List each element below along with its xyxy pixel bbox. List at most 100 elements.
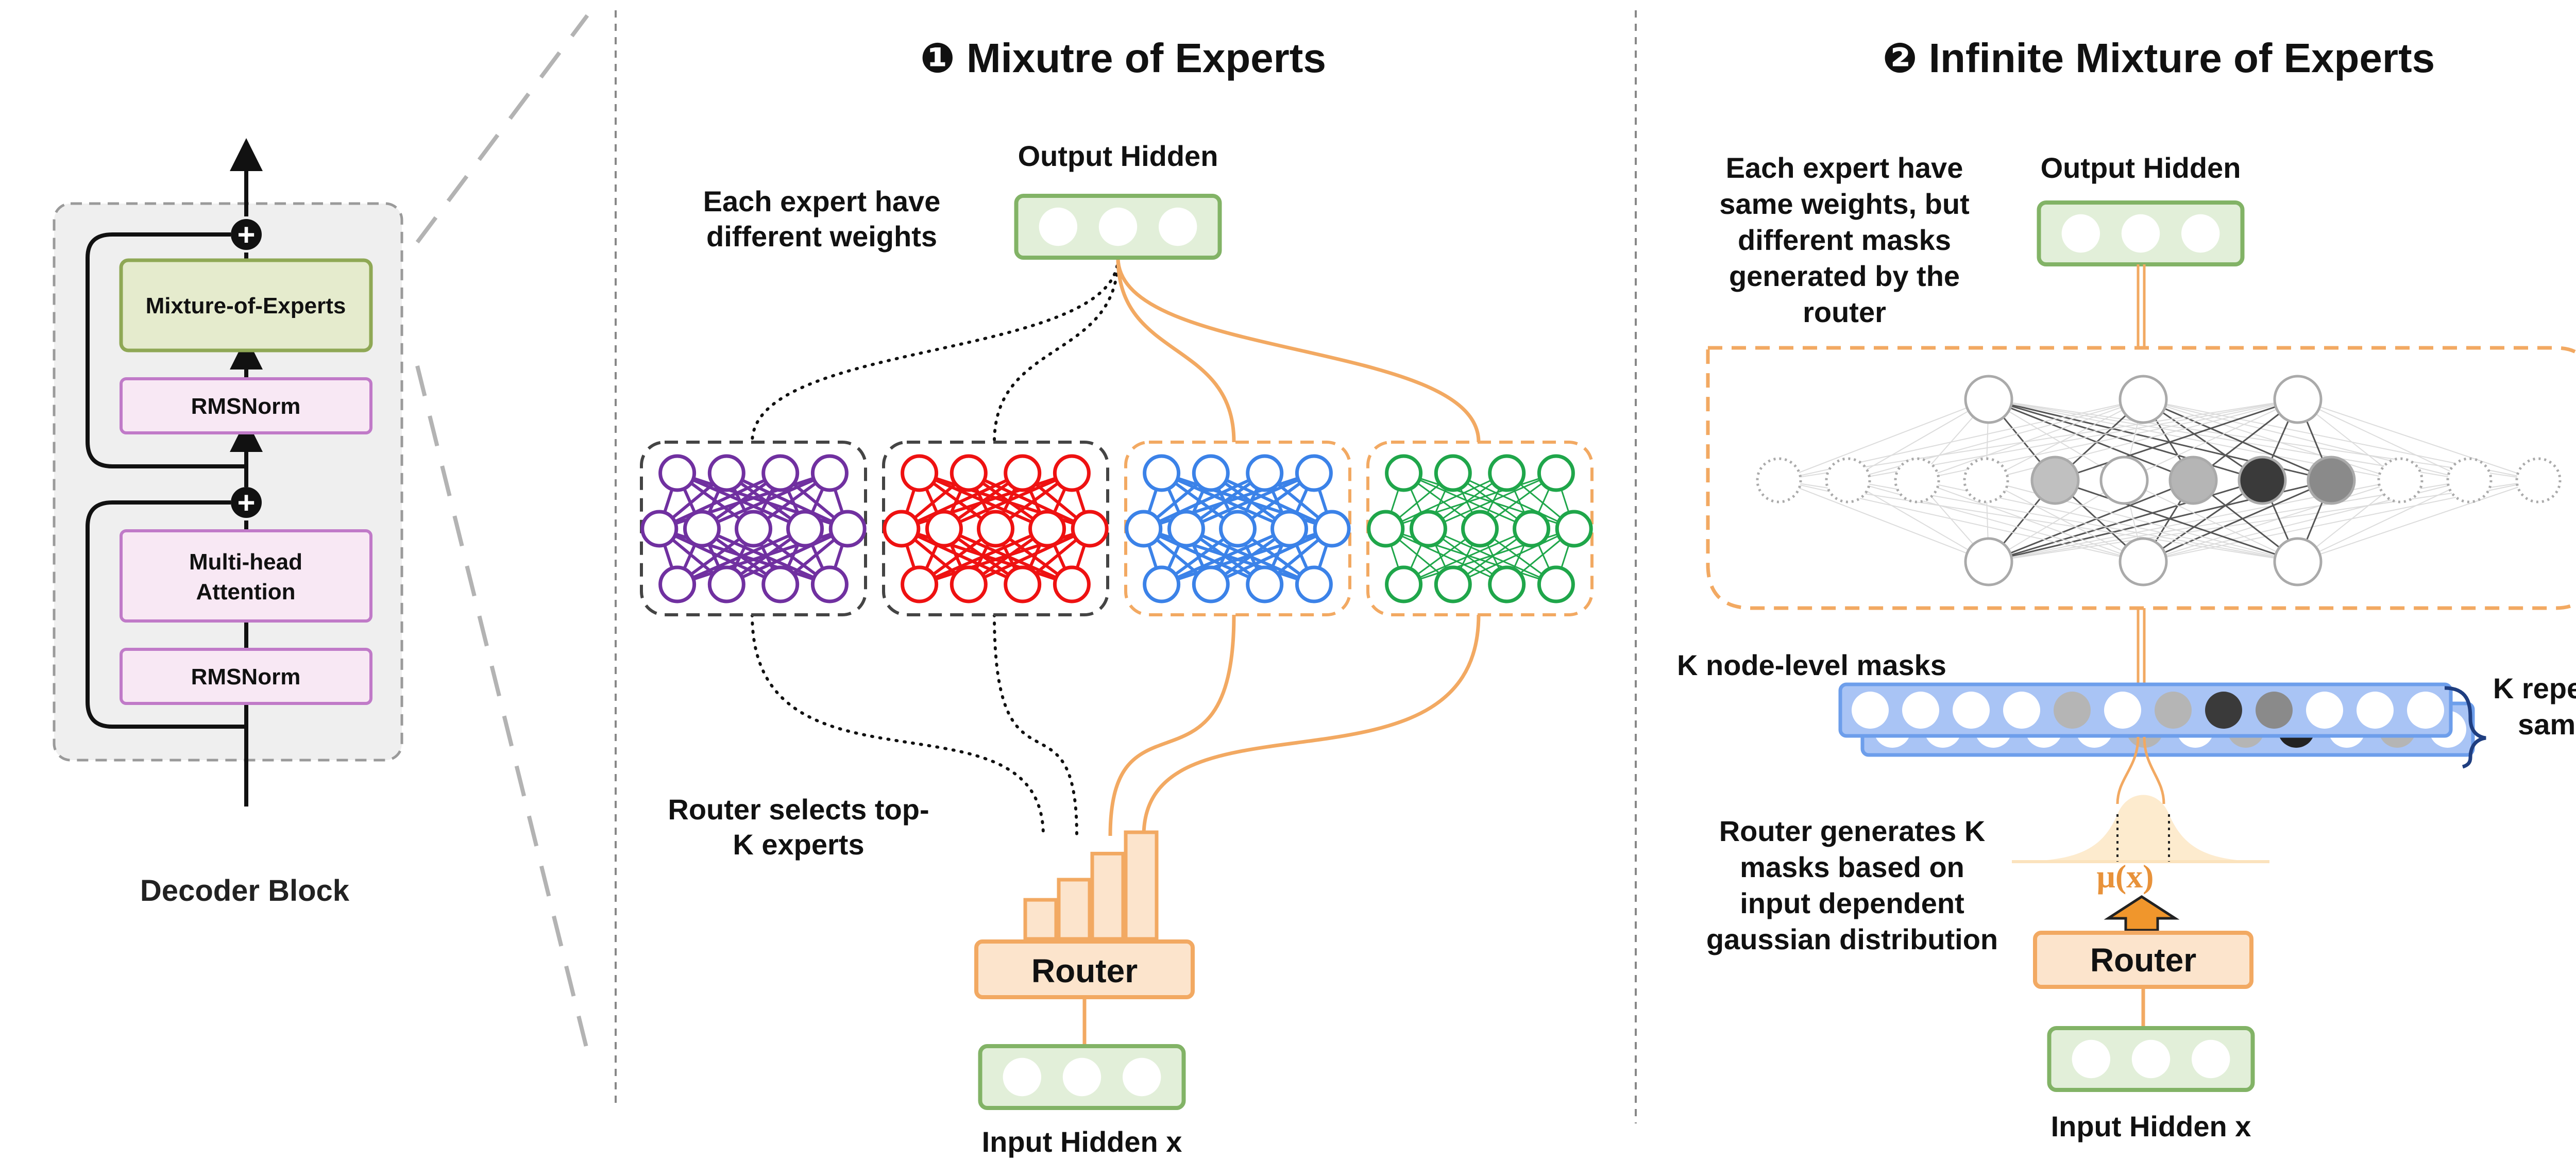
imoe-expert-container	[1706, 346, 2576, 610]
imoe-edge-top	[1988, 398, 2263, 481]
imoe-node-top	[2119, 375, 2168, 424]
imoe-reps-2: sampling	[2518, 708, 2576, 741]
moe-expert-node	[1219, 510, 1257, 548]
moe-input-hidden-node	[1062, 1057, 1101, 1097]
imoe-edge-top	[2055, 398, 2298, 481]
imoe-node-middle	[2099, 456, 2149, 505]
rmsnorm-bottom-label: RMSNorm	[191, 664, 301, 690]
imoe-node-middle	[2446, 457, 2493, 503]
imoe-edge-top	[1988, 398, 2194, 481]
moe-output-hidden-node	[1098, 207, 1138, 246]
moe-expert-node	[761, 565, 800, 603]
imoe-mask-router-connection-a	[2116, 736, 2140, 804]
imoe-edge-bottom	[1986, 480, 2144, 562]
imoe-mask-front-node	[1902, 692, 1939, 729]
decoder-title: Decoder Block	[140, 874, 350, 908]
imoe-edge-bottom	[1778, 480, 1989, 562]
moe-expert-node	[1537, 565, 1575, 603]
imoe-edge-top	[2143, 399, 2401, 481]
moe-expert-edge	[919, 527, 1048, 586]
imoe-edge-bottom	[1988, 479, 2263, 563]
imoe-mask-front-node	[2155, 692, 2192, 729]
imoe-edge-bottom	[1988, 479, 2194, 563]
moe-expert-node	[1513, 510, 1551, 548]
moe-output-connection	[751, 256, 1120, 444]
imoe-desc-1: Each expert have	[1726, 152, 1963, 184]
imoe-edge-top	[2297, 399, 2470, 481]
moe-router-connection	[1142, 614, 1481, 836]
imoe-desc-4: generated by the	[1729, 260, 1960, 292]
imoe-edge-top	[1986, 399, 2144, 481]
moe-router-bar	[1124, 830, 1159, 941]
moe-expert-edge	[701, 472, 831, 530]
imoe-router-text-1: Router generates K	[1719, 815, 1986, 847]
moe-expert-node	[977, 510, 1014, 548]
moe-router-bar	[1090, 851, 1125, 941]
moe-router-connection	[1108, 614, 1236, 836]
moe-expert-node	[658, 565, 697, 603]
imoe-node-bottom	[2273, 537, 2323, 586]
imoe-mask-front-node	[2306, 692, 2343, 729]
moe-expert-node	[950, 565, 988, 603]
moe-expert-edge	[943, 472, 1073, 530]
moe-expert-edge	[1385, 528, 1507, 585]
imoe-mask-front-node	[2256, 692, 2293, 729]
moe-input-hidden-node	[1122, 1057, 1161, 1097]
moe-expert-node	[925, 510, 963, 548]
imoe-edge-bottom	[1917, 480, 2144, 562]
moe-router-text-1: Router selects top-	[668, 793, 929, 826]
imoe-edge-bottom	[2055, 479, 2298, 563]
moe-expert-node	[810, 565, 849, 603]
moe-router-bar	[1057, 878, 1092, 941]
imoe-mask-front-node	[2104, 692, 2141, 729]
moe-expert-node	[950, 454, 988, 492]
imoe-reps-brace	[2444, 686, 2486, 769]
imoe-node-middle	[1756, 457, 1802, 503]
moe-title: ❶ Mixutre of Experts	[920, 35, 1326, 81]
imoe-output-hidden-node	[2121, 214, 2160, 253]
moe-expert-node	[1143, 565, 1181, 603]
moe-router-connection	[751, 613, 1045, 837]
moe-router-connection	[993, 613, 1078, 837]
imoe-output-hidden-node	[2181, 214, 2220, 253]
rmsnorm-top-label: RMSNorm	[191, 394, 301, 419]
imoe-mask-front-node	[2205, 692, 2242, 729]
moe-expert-node	[1434, 565, 1472, 603]
imoe-panel: ❷ Infinite Mixture of Experts Output Hid…	[1677, 35, 2576, 1143]
imoe-edge-bottom	[2297, 480, 2539, 562]
moe-input-hidden-node	[1003, 1057, 1042, 1097]
moe-expert-node	[1488, 565, 1526, 603]
moe-expert-node	[640, 510, 679, 548]
imoe-up-arrow-icon	[2104, 895, 2180, 932]
moe-expert-edge	[658, 527, 781, 586]
attention-box	[120, 529, 372, 623]
moe-output-hidden-node	[1039, 207, 1078, 246]
imoe-node-middle	[1894, 457, 1940, 503]
moe-expert-node	[1004, 454, 1042, 492]
imoe-node-middle	[1825, 457, 1871, 503]
imoe-edge-top	[1778, 399, 1989, 481]
rmsnorm-bottom	[120, 648, 372, 705]
imoe-edge-bottom	[1848, 480, 1989, 562]
residual-add-top-icon	[231, 219, 262, 250]
moe-expert-edge	[1161, 527, 1290, 586]
moe-expert-node	[1295, 565, 1333, 603]
moe-expert-node	[1071, 510, 1109, 548]
imoe-title: ❷ Infinite Mixture of Experts	[1883, 35, 2435, 81]
moe-expert-node	[761, 454, 800, 492]
rmsnorm-top	[120, 377, 372, 434]
moe-expert-edge	[1143, 527, 1265, 586]
imoe-edge-bottom	[2143, 480, 2401, 562]
moe-expert-edge	[676, 527, 806, 586]
imoe-input-hidden-node	[2191, 1039, 2230, 1079]
imoe-node-middle	[2238, 456, 2287, 505]
imoe-output-hidden-node	[2061, 214, 2100, 253]
imoe-output-label: Output Hidden	[2041, 152, 2241, 184]
imoe-mask-front-node	[2003, 692, 2040, 729]
moe-expert-node	[1434, 454, 1472, 492]
moe-expert-edge	[901, 472, 1023, 530]
moe-expert-edge	[1403, 528, 1532, 585]
imoe-node-top	[2273, 375, 2323, 424]
imoe-mask-front-node	[1852, 692, 1889, 729]
attention-label-1: Multi-head	[189, 549, 302, 575]
